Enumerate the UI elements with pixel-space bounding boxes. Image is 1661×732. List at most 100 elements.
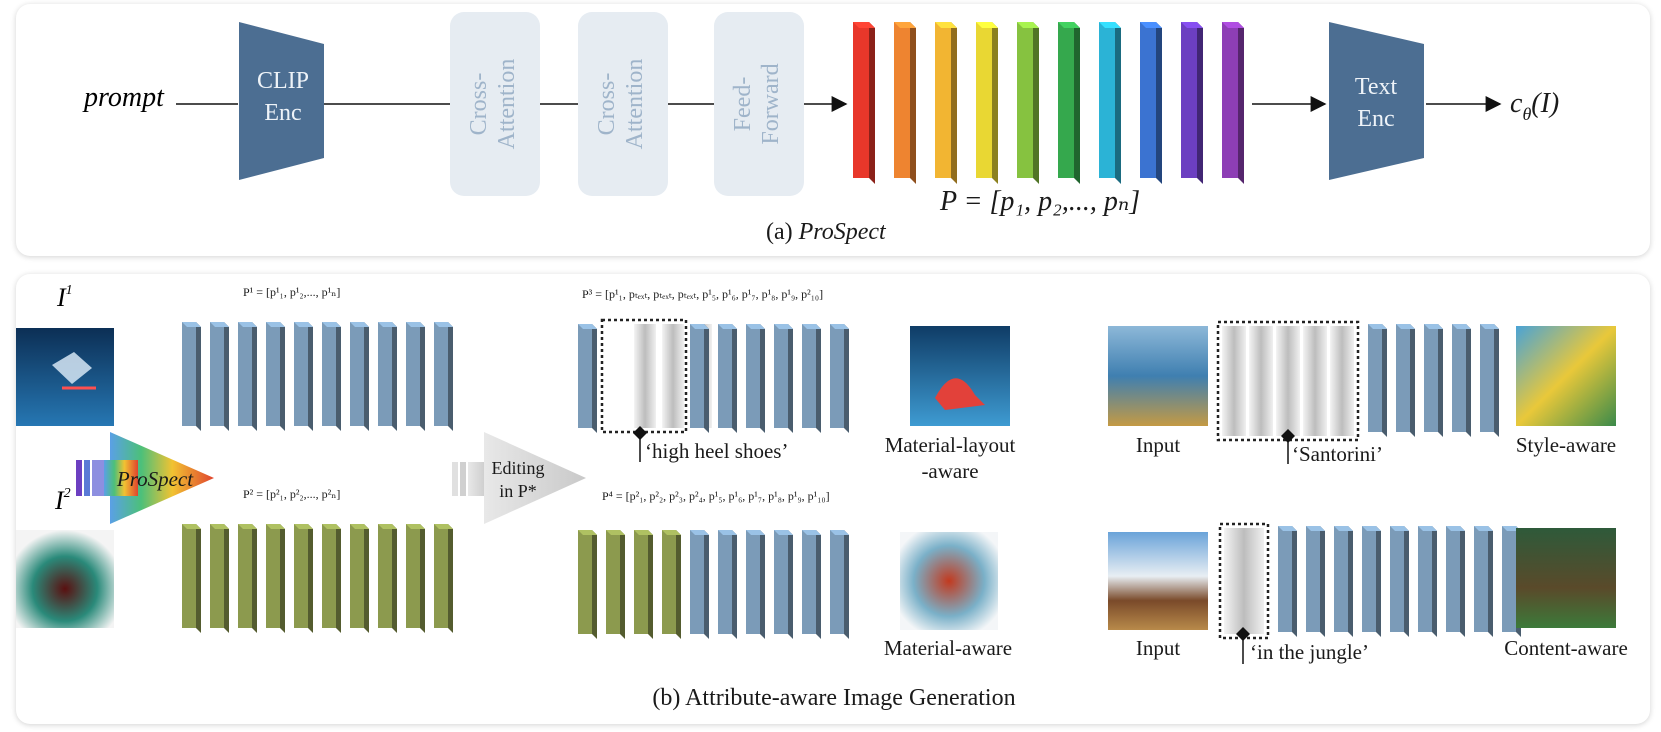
p1-token-8 bbox=[378, 322, 397, 431]
prompt-token-row bbox=[853, 22, 1244, 184]
style-token-10 bbox=[1480, 324, 1499, 437]
content-token-6 bbox=[1390, 526, 1409, 637]
caption-a: (a) ProSpect bbox=[766, 219, 887, 245]
p2-token-5 bbox=[294, 524, 313, 633]
material-aware-label: Material-aware bbox=[884, 636, 1012, 660]
p4-token-1 bbox=[578, 530, 597, 639]
p2-token-9 bbox=[406, 524, 425, 633]
label-high-heel: ‘high heel shoes’ bbox=[645, 439, 788, 463]
editing-arrow: Editing in P* bbox=[452, 432, 586, 524]
p4-token-2 bbox=[606, 530, 625, 639]
prompt-token-1 bbox=[853, 22, 875, 184]
p3-formula: P³ = [p¹₁, pₜₑₓₜ, pₜₑₓₜ, pₜₑₓₜ, p¹₅, p¹₆… bbox=[582, 287, 823, 301]
p1-token-1 bbox=[182, 322, 201, 431]
content-token-5 bbox=[1362, 526, 1381, 637]
p3-token-9 bbox=[802, 324, 821, 433]
output-image-glass bbox=[900, 532, 998, 630]
output-image-shoes bbox=[910, 326, 1010, 426]
style-aware-label: Style-aware bbox=[1516, 433, 1616, 457]
clip-encoder bbox=[239, 22, 324, 180]
p4-formula: P⁴ = [p²₁, p²₂, p²₃, p²₄, p¹₅, p¹₆, p¹₇,… bbox=[602, 489, 830, 503]
i1-base: I bbox=[56, 283, 67, 312]
content-token-4 bbox=[1334, 526, 1353, 637]
clip-enc-line2: Enc bbox=[264, 100, 301, 126]
p1-token-6 bbox=[322, 322, 341, 431]
ca2-line1: Cross- bbox=[594, 73, 620, 136]
style-token-4 bbox=[1303, 326, 1327, 436]
p3-token-row bbox=[578, 324, 849, 433]
p2-token-3 bbox=[238, 524, 257, 633]
caption-a-italic: ProSpect bbox=[798, 219, 887, 245]
p3-token-6 bbox=[718, 324, 737, 433]
prompt-token-2 bbox=[894, 22, 916, 184]
shoe-shape bbox=[935, 378, 985, 410]
content-token-8 bbox=[1446, 526, 1465, 637]
p1-token-10 bbox=[434, 322, 453, 431]
p1-token-7 bbox=[350, 322, 369, 431]
i1-sup: 1 bbox=[66, 283, 73, 298]
text-encoder bbox=[1329, 22, 1424, 180]
p3-token-2 bbox=[634, 324, 656, 428]
p2-token-4 bbox=[266, 524, 285, 633]
p4-token-10 bbox=[830, 530, 849, 639]
i1-label: I1 bbox=[56, 283, 73, 312]
prompt-label: prompt bbox=[82, 82, 165, 113]
feed-forward-block: Feed- Forward bbox=[714, 12, 804, 196]
santorini-diamond bbox=[1281, 429, 1295, 443]
prompt-token-8 bbox=[1140, 22, 1162, 184]
cube-shape bbox=[52, 352, 92, 384]
style-token-8 bbox=[1424, 324, 1443, 437]
material-layout-line1: Material-layout bbox=[885, 433, 1016, 457]
p1-token-4 bbox=[266, 322, 285, 431]
editing-line1: Editing bbox=[492, 458, 545, 478]
p4-token-3 bbox=[634, 530, 653, 639]
prospect-arrow-label: ProSpect bbox=[116, 467, 194, 491]
p2-token-1 bbox=[182, 524, 201, 633]
caption-a-prefix: (a) bbox=[766, 219, 799, 245]
content-token-7 bbox=[1418, 526, 1437, 637]
p3-token-7 bbox=[746, 324, 765, 433]
output-c: c bbox=[1510, 88, 1523, 119]
p1-token-row bbox=[182, 322, 453, 431]
ca2-line2: Attention bbox=[622, 59, 648, 150]
p1-token-5 bbox=[294, 322, 313, 431]
output-symbol: cθ(I) bbox=[1510, 88, 1559, 124]
content-token-3 bbox=[1306, 526, 1325, 637]
i2-sup: 2 bbox=[64, 486, 71, 501]
style-token-9 bbox=[1452, 324, 1471, 437]
style-token-1 bbox=[1222, 326, 1246, 436]
style-token-2 bbox=[1249, 326, 1273, 436]
content-token-9 bbox=[1474, 526, 1493, 637]
prompt-token-5 bbox=[1017, 22, 1039, 184]
cross-attention-block-1: Cross- Attention bbox=[450, 12, 540, 196]
input-label-1: Input bbox=[1136, 433, 1180, 457]
p4-token-9 bbox=[802, 530, 821, 639]
prompt-token-10 bbox=[1222, 22, 1244, 184]
style-edit-region bbox=[1216, 320, 1360, 442]
text-enc-line1: Text bbox=[1355, 74, 1398, 100]
style-token-row bbox=[1222, 324, 1499, 437]
p1-token-9 bbox=[406, 322, 425, 431]
p2-token-2 bbox=[210, 524, 229, 633]
input-image-seascape bbox=[1108, 326, 1208, 426]
p3-token-8 bbox=[774, 324, 793, 433]
input-label-2: Input bbox=[1136, 636, 1180, 660]
label-jungle: ‘in the jungle’ bbox=[1250, 640, 1369, 664]
content-token-1 bbox=[1224, 528, 1264, 634]
output-image-jungle bbox=[1516, 528, 1616, 628]
style-token-5 bbox=[1330, 326, 1354, 436]
p4-token-8 bbox=[774, 530, 793, 639]
ca1-line1: Cross- bbox=[466, 73, 492, 136]
p3-edit-region bbox=[600, 318, 688, 434]
p4-token-7 bbox=[746, 530, 765, 639]
p1-token-3 bbox=[238, 322, 257, 431]
p2-formula: P² = [p²₁, p²₂,..., p²ₙ] bbox=[243, 487, 340, 501]
style-token-7 bbox=[1396, 324, 1415, 437]
i2-base: I bbox=[54, 486, 65, 515]
caption-b: (b) Attribute-aware Image Generation bbox=[652, 685, 1015, 711]
jungle-diamond bbox=[1236, 627, 1250, 641]
p3-token-3 bbox=[662, 324, 684, 428]
style-token-6 bbox=[1368, 324, 1387, 437]
output-image-santorini bbox=[1516, 326, 1616, 426]
